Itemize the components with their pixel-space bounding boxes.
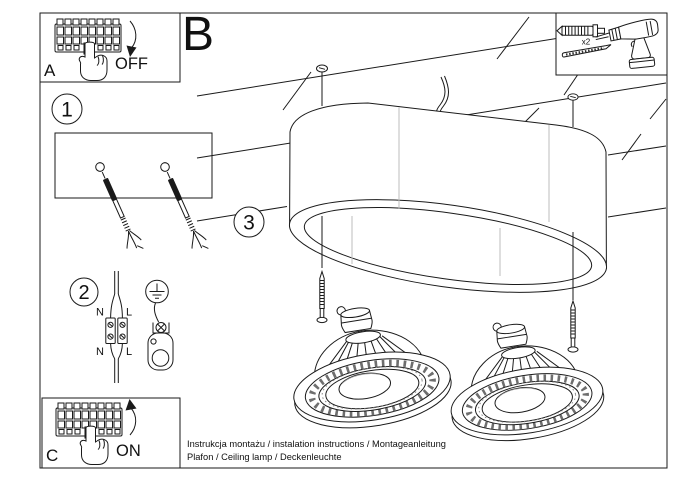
spotlight-bulb-right (439, 308, 609, 450)
step-2-section: 2 N L N L (69, 271, 174, 383)
step-2-number: 2 (78, 282, 89, 304)
wire-label-n-top: N (96, 307, 104, 319)
ground-symbol-icon (145, 279, 169, 304)
step-c-label: C (46, 446, 58, 465)
page-frame (39, 12, 668, 469)
footer-caption: Instrukcja montażu / instalation instruc… (187, 439, 446, 462)
wall-plug-icon (556, 24, 605, 38)
step-1-section: 1 (51, 93, 213, 256)
mounting-screw-right (567, 93, 579, 127)
step-c-box: C ON (41, 397, 181, 469)
drill-icon (595, 18, 659, 69)
step-b-label: B (182, 8, 214, 61)
step-2-circle (69, 277, 99, 307)
wire-label-l-bottom: L (126, 346, 132, 358)
anchor-screw-left (89, 159, 146, 256)
hanging-screw-left (316, 271, 328, 324)
lamp-body (288, 102, 608, 300)
step-1-circle (51, 93, 83, 125)
ground-clamp (147, 302, 174, 371)
screw-icon (561, 44, 612, 58)
off-arrow-icon (126, 20, 137, 57)
hanging-screw-right (567, 300, 579, 353)
toolbox: x2 (555, 12, 668, 76)
spotlight-bulb-left (281, 291, 456, 437)
on-arrow-icon (125, 399, 137, 436)
anchor-screw-right (154, 159, 211, 256)
wire-label-n-bottom: N (96, 346, 104, 358)
terminal-block-diagram: N L N L (96, 271, 132, 383)
on-label: ON (116, 442, 141, 460)
step-a-box: A OFF (39, 12, 181, 83)
mounting-plate-box (54, 132, 213, 199)
step-3-number: 3 (243, 212, 255, 235)
lamp-seam-lines (351, 107, 550, 276)
step-a-label: A (44, 61, 56, 80)
step-1-number: 1 (61, 99, 73, 122)
mounting-screw-left (316, 64, 328, 106)
wire-label-l-top: L (126, 307, 132, 319)
off-label: OFF (115, 55, 148, 73)
anchor-quantity-label: x2 (582, 38, 591, 47)
footer-line-2: Plafon / Ceiling lamp / Deckenleuchte (187, 452, 342, 462)
footer-line-1: Instrukcja montażu / instalation instruc… (187, 439, 446, 449)
step-3-circle (233, 206, 265, 238)
